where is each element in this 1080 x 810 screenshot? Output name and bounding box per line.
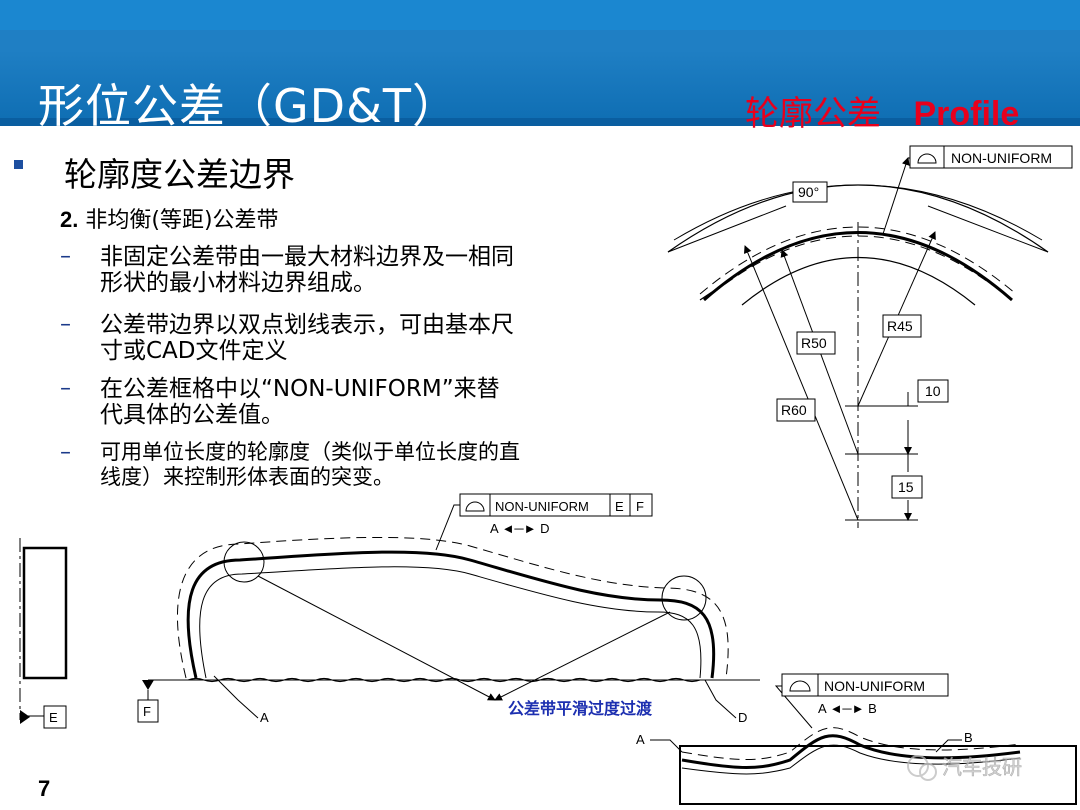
subtitle-english: Profile xyxy=(913,95,1020,133)
dash-bullet-icon: – xyxy=(60,440,71,465)
top-dim-labels: 90° R50 R45 R60 10 15 xyxy=(776,181,949,499)
profile-inner-solid xyxy=(199,566,702,679)
label-a: A xyxy=(636,732,645,747)
angle-dim-arc xyxy=(673,184,1043,241)
mid-feature-frame: NON-UNIFORM E F A ◄─► D xyxy=(459,493,653,536)
item-number: 2. xyxy=(60,207,79,232)
profile-surface-icon xyxy=(465,501,485,512)
bullet-line: 线度）来控制形体表面的突变。 xyxy=(100,465,394,489)
profile-shape-drawing xyxy=(19,504,760,720)
radius-line-r60 xyxy=(743,245,859,521)
between-a-b: A ◄─► B xyxy=(818,701,877,716)
bullet-text-1: 非固定公差带由一最大材料边界及一相同 形状的最小材料边界组成。 xyxy=(100,244,600,296)
wave-block-drawing xyxy=(650,685,1077,805)
bullet-text-2: 公差带边界以双点划线表示，可由基本尺 寸或CAD文件定义 xyxy=(100,312,600,364)
bullet-line: 寸或CAD文件定义 xyxy=(100,338,288,364)
wave-block xyxy=(679,745,1077,805)
slide-title: 形位公差（GD&T） xyxy=(38,79,460,133)
square-bullet-icon xyxy=(14,160,23,169)
transition-annotation: 公差带平滑过度过渡 xyxy=(508,699,653,718)
bullet-line: 非固定公差带由一最大材料边界及一相同 xyxy=(100,244,514,270)
dash-bullet-icon: – xyxy=(60,312,71,337)
wechat-icon xyxy=(907,755,929,777)
leader-a-bottom xyxy=(650,739,683,753)
item-label: 非均衡(等距)公差带 xyxy=(85,208,279,233)
profile-outer-dashed xyxy=(176,536,729,679)
r60-label: R60 xyxy=(781,402,807,418)
bullet-line: 形状的最小材料边界组成。 xyxy=(100,270,376,296)
bullet-line: 在公差框格中以“NON-UNIFORM”来替 xyxy=(100,376,500,402)
wavy-bottom xyxy=(187,677,701,683)
angle-ext-right xyxy=(927,205,1049,253)
transition-circle-left xyxy=(223,541,265,583)
wave-thick xyxy=(681,734,1021,769)
title-bar xyxy=(0,0,1080,126)
datum-e-block xyxy=(22,546,68,680)
curved-band-drawing xyxy=(667,157,1049,528)
datum-f-flag: F xyxy=(143,704,151,719)
bullet-text-4: 可用单位长度的轮廓度（类似于单位长度的直 线度）来控制形体表面的突变。 xyxy=(100,440,600,490)
leader-circle-left xyxy=(257,575,496,701)
profile-arc-outer-dashed xyxy=(699,226,1017,295)
leader-b-bottom xyxy=(935,739,962,753)
label-a: A xyxy=(260,710,269,725)
label-b: B xyxy=(964,730,973,745)
mid-labels: A D F E 公差带平滑过度过渡 xyxy=(43,699,747,729)
bottom-feature-frame: NON-UNIFORM A ◄─► B A B xyxy=(636,673,973,747)
label-d: D xyxy=(738,710,747,725)
section-heading: 轮廓度公差边界 xyxy=(64,155,295,194)
profile-thick xyxy=(186,550,716,679)
profile-surface-icon xyxy=(789,680,811,692)
angle-ext-left xyxy=(667,205,787,253)
frame-leader-mid xyxy=(435,504,460,551)
title-bar-bottom-band xyxy=(0,118,1080,126)
page-number: 7 xyxy=(38,776,51,801)
leader-a xyxy=(213,675,259,719)
subtitle-chinese: 轮廓公差 xyxy=(745,94,881,134)
between-a-d: A ◄─► D xyxy=(490,521,550,536)
datum-f-ref: F xyxy=(636,499,644,514)
frame-text: NON-UNIFORM xyxy=(824,678,925,694)
datum-e-ref: E xyxy=(615,499,624,514)
slide-subtitle: 轮廓公差 Profile xyxy=(745,86,1019,135)
wave-inner xyxy=(681,744,1021,775)
top-feature-frame: NON-UNIFORM xyxy=(909,145,1073,169)
bullet-line: 公差带边界以双点划线表示，可由基本尺 xyxy=(100,312,514,338)
profile-surface-icon xyxy=(917,153,937,164)
datum-f-triangle-icon xyxy=(142,680,154,690)
frame-text: NON-UNIFORM xyxy=(495,499,589,514)
title-bar-top-band xyxy=(0,0,1080,30)
leader-d xyxy=(704,679,737,719)
dim-10-label: 10 xyxy=(925,383,941,399)
datum-e-triangle-icon xyxy=(20,710,30,724)
wave-dashed xyxy=(681,727,1021,760)
dim-15-label: 15 xyxy=(898,479,914,495)
dash-bullet-icon: – xyxy=(60,376,71,401)
datum-e-flag: E xyxy=(49,710,58,725)
bullet-text-3: 在公差框格中以“NON-UNIFORM”来替 代具体的公差值。 xyxy=(100,376,600,428)
profile-arc-dashed xyxy=(711,235,1005,295)
leader-circle-right xyxy=(494,611,671,701)
bullet-line: 代具体的公差值。 xyxy=(100,402,284,428)
frame-text: NON-UNIFORM xyxy=(951,150,1052,166)
transition-circle-right xyxy=(661,575,707,621)
frame-leader-top xyxy=(882,157,910,235)
watermark-text: 汽车技研 xyxy=(942,756,1022,779)
watermark: 汽车技研 xyxy=(907,755,1022,781)
numbered-item: 2. 非均衡(等距)公差带 xyxy=(60,202,279,234)
bullet-line: 可用单位长度的轮廓度（类似于单位长度的直 xyxy=(100,440,520,464)
frame-leader-bottom xyxy=(774,685,813,729)
r50-label: R50 xyxy=(801,335,827,351)
dash-bullet-icon: – xyxy=(60,244,71,269)
angle-label: 90° xyxy=(798,184,819,200)
r45-label: R45 xyxy=(887,318,913,334)
